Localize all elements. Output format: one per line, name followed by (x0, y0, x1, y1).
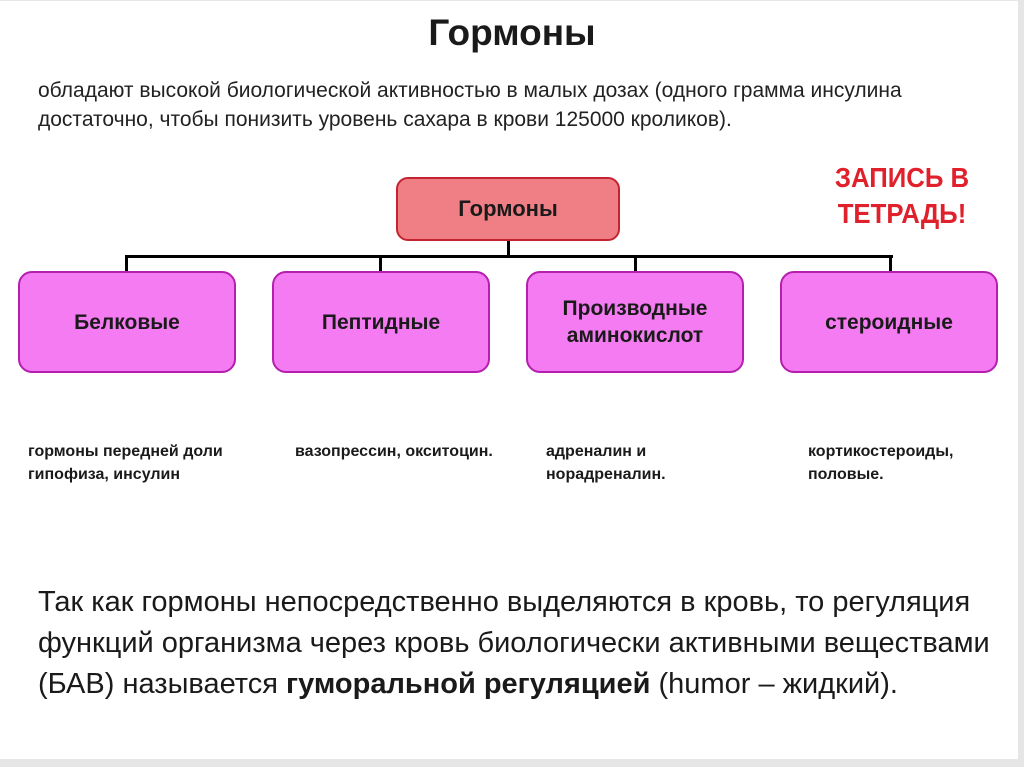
examples-peptide: вазопрессин, окситоцин. (295, 443, 493, 460)
connector-branch (889, 255, 892, 271)
intro-text: обладают высокой биологической активност… (38, 79, 902, 131)
connector-bus (125, 255, 893, 258)
category-protein: Белковые (18, 271, 236, 373)
examples-amino-acid-derivatives: адреналин и норадреналин. (546, 443, 666, 483)
root-node: Гормоны (396, 177, 620, 241)
conclusion-part2: (humor – жидкий). (650, 668, 898, 700)
slide-border (0, 759, 1024, 767)
conclusion-text: Так как гормоны непосредственно выделяют… (38, 582, 998, 705)
note-callout: ЗАПИСЬ В ТЕТРАДЬ! (834, 162, 970, 229)
category-amino-acid-derivatives: Производные аминокислот (526, 271, 744, 373)
connector-branch (379, 255, 382, 271)
examples-protein: гормоны передней доли гипофиза, инсулин (28, 443, 223, 483)
page-title: Гормоны (428, 12, 596, 53)
category-peptide: Пептидные (272, 271, 490, 373)
slide-border (1018, 0, 1024, 767)
connector-branch (125, 255, 128, 271)
connector-branch (634, 255, 637, 271)
conclusion-term: гуморальной регуляцией (286, 668, 651, 700)
examples-steroid: кортикостероиды, половые. (808, 443, 954, 483)
conclusion-part1: Так как гормоны непосредственно выделяют… (38, 586, 990, 700)
connector-trunk (507, 241, 510, 258)
slide-border (0, 0, 1024, 1)
category-steroid: стероидные (780, 271, 998, 373)
